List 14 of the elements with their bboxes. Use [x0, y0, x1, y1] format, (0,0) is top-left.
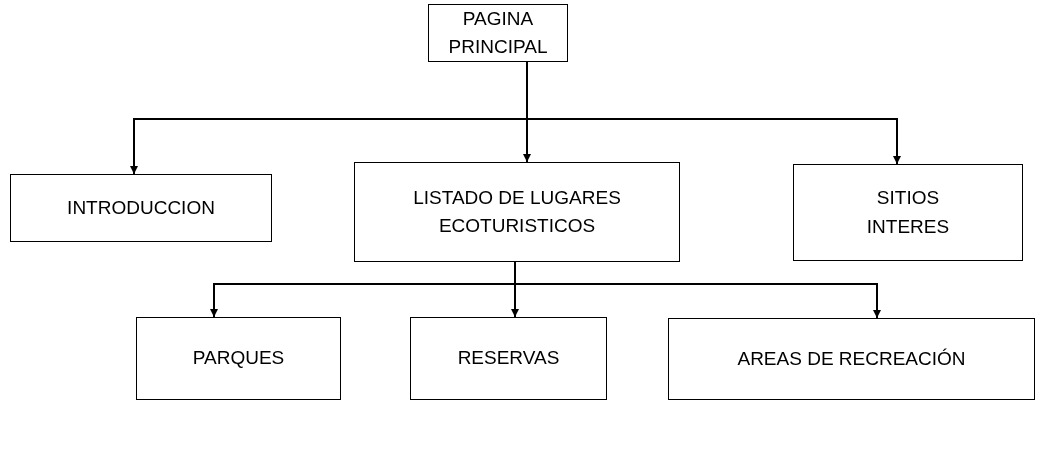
page-box	[410, 317, 607, 400]
page-box	[136, 317, 341, 400]
node-label: SITIOS INTERES	[865, 186, 951, 239]
node-label: PARQUES	[192, 346, 285, 371]
node-label: INTRODUCCION	[67, 195, 215, 220]
node-label: PAGINA PRINCIPAL	[447, 6, 549, 59]
page-box	[793, 164, 1023, 261]
page-box	[354, 162, 680, 262]
node-label: AREAS DE RECREACIÓN	[737, 346, 966, 371]
page-box	[668, 318, 1035, 400]
node-label: LISTADO DE LUGARES ECOTURISTICOS	[412, 185, 622, 238]
page-box	[428, 4, 568, 62]
node-label: RESERVAS	[457, 346, 560, 371]
page-box	[10, 174, 272, 242]
